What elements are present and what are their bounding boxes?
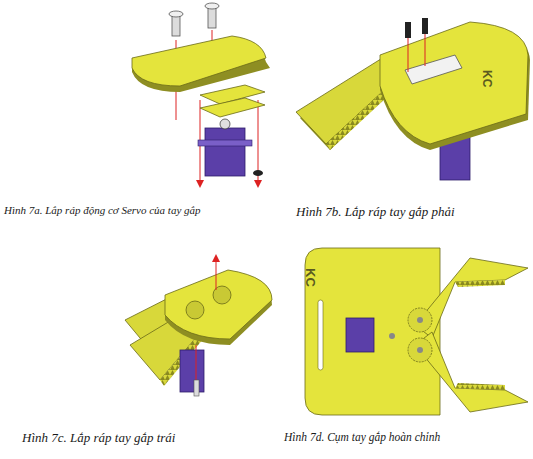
figure-caption: Hình 7a. Lắp ráp động cơ Servo của tay g… bbox=[4, 204, 201, 216]
gripper-jaw bbox=[415, 332, 528, 412]
plate-marking: KC bbox=[480, 70, 494, 87]
pivot bbox=[417, 347, 423, 353]
slot bbox=[318, 300, 323, 370]
servo-assembly-7a bbox=[132, 3, 270, 188]
plate-marking: KC bbox=[303, 268, 318, 287]
arrow-head bbox=[212, 254, 220, 262]
pivot bbox=[417, 317, 423, 323]
guide-line bbox=[408, 38, 409, 72]
screw bbox=[422, 18, 428, 34]
screw-head bbox=[205, 3, 219, 9]
arrow-head bbox=[196, 180, 204, 188]
spacer-plate bbox=[200, 98, 265, 117]
figure-caption: Hình 7d. Cụm tay gắp hoàn chỉnh bbox=[284, 431, 440, 443]
servo-motor bbox=[346, 318, 374, 352]
guide-line bbox=[216, 258, 217, 290]
jaw-teeth bbox=[455, 280, 505, 287]
screw bbox=[194, 380, 199, 396]
servo-flange bbox=[198, 140, 252, 146]
base-plate bbox=[165, 270, 272, 339]
figure-caption: Hình 7b. Lắp ráp tay gắp phải bbox=[296, 204, 455, 220]
servo-shaft bbox=[220, 119, 230, 129]
left-gripper-7c bbox=[125, 254, 272, 396]
gear bbox=[408, 338, 432, 362]
base-plate bbox=[380, 22, 528, 144]
gear bbox=[408, 308, 432, 332]
nut bbox=[253, 170, 263, 176]
base-plate bbox=[305, 248, 440, 415]
screw bbox=[389, 333, 395, 339]
servo-horn bbox=[405, 55, 462, 84]
gripper-jaw bbox=[415, 258, 528, 338]
right-gripper-7b bbox=[296, 18, 530, 180]
guide-line bbox=[196, 345, 197, 380]
top-plate bbox=[132, 36, 266, 86]
guide-line bbox=[425, 34, 426, 66]
jaw-teeth bbox=[455, 383, 505, 390]
arrow-head bbox=[254, 180, 262, 188]
figure-caption: Hình 7c. Lắp ráp tay gắp trái bbox=[22, 430, 175, 446]
screw-head bbox=[169, 11, 183, 17]
servo-motor bbox=[180, 350, 204, 392]
screw bbox=[405, 22, 411, 38]
gear bbox=[186, 301, 204, 319]
complete-gripper-7d bbox=[305, 248, 528, 415]
servo-motor bbox=[205, 128, 245, 176]
